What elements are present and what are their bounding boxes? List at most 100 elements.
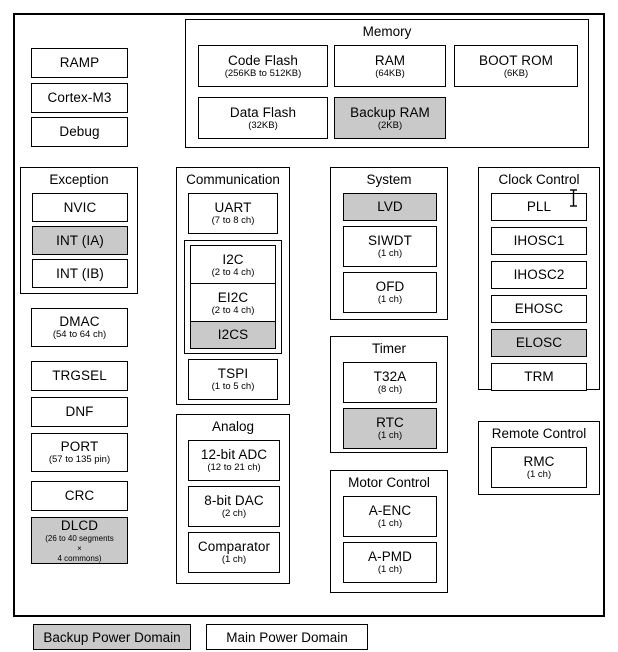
block-label: INT (IB) bbox=[56, 265, 104, 281]
block-ei2c[interactable]: EI2C (2 to 4 ch) bbox=[190, 283, 276, 324]
legend-label: Main Power Domain bbox=[226, 629, 348, 645]
block-label: Data Flash bbox=[229, 104, 297, 120]
block-label: IHOSC2 bbox=[513, 267, 565, 283]
block-port[interactable]: PORT (57 to 135 pin) bbox=[31, 433, 128, 472]
block-label: TRM bbox=[524, 369, 554, 385]
legend-main-power-domain: Main Power Domain bbox=[206, 624, 368, 650]
block-sublabel: (32KB) bbox=[248, 119, 278, 131]
block-sublabel: (6KB) bbox=[503, 67, 529, 79]
group-exception: Exception NVIC INT (IA) INT (IB) bbox=[20, 167, 138, 294]
subgroup-i2c-family: I2C (2 to 4 ch) EI2C (2 to 4 ch) I2CS bbox=[184, 240, 282, 354]
block-label: CRC bbox=[64, 488, 95, 504]
block-sublabel: (26 to 40 segments bbox=[45, 533, 114, 543]
block-lvd[interactable]: LVD bbox=[343, 193, 437, 221]
block-ofd[interactable]: OFD (1 ch) bbox=[343, 272, 437, 313]
group-caption-clock-control: Clock Control bbox=[498, 172, 580, 187]
block-a-pmd[interactable]: A-PMD (1 ch) bbox=[343, 542, 437, 583]
block-label: I2C bbox=[222, 252, 244, 268]
block-tspi[interactable]: TSPI (1 to 5 ch) bbox=[188, 359, 278, 400]
block-label: BOOT ROM bbox=[478, 52, 554, 68]
block-label: PLL bbox=[526, 199, 552, 215]
block-label: DLCD bbox=[60, 517, 99, 533]
block-trgsel[interactable]: TRGSEL bbox=[31, 361, 128, 391]
block-label: Backup RAM bbox=[350, 104, 430, 120]
block-ram[interactable]: RAM (64KB) bbox=[334, 45, 446, 87]
group-system: System LVD SIWDT (1 ch) OFD (1 ch) bbox=[330, 167, 448, 320]
block-i2c[interactable]: I2C (2 to 4 ch) bbox=[190, 245, 276, 286]
block-int-ib[interactable]: INT (IB) bbox=[32, 259, 128, 288]
block-sublabel: (1 ch) bbox=[377, 564, 403, 576]
block-sublabel: (8 ch) bbox=[377, 384, 403, 396]
block-debug[interactable]: Debug bbox=[31, 117, 128, 147]
group-memory: Memory Code Flash (256KB to 512KB) RAM (… bbox=[185, 19, 589, 148]
block-sublabel-commons: 4 commons) bbox=[57, 554, 102, 564]
block-ramp[interactable]: RAMP bbox=[31, 48, 128, 78]
block-elosc[interactable]: ELOSC bbox=[491, 329, 587, 357]
block-sublabel: (64KB) bbox=[375, 67, 405, 79]
block-sublabel: (256KB to 512KB) bbox=[224, 67, 302, 79]
group-caption-remote-control: Remote Control bbox=[491, 426, 587, 441]
block-uart[interactable]: UART (7 to 8 ch) bbox=[188, 193, 278, 234]
group-caption-timer: Timer bbox=[372, 341, 406, 356]
block-label: I2CS bbox=[217, 327, 249, 343]
block-nvic[interactable]: NVIC bbox=[32, 193, 128, 222]
block-label: IHOSC1 bbox=[513, 233, 565, 249]
block-label: EI2C bbox=[217, 290, 249, 306]
block-t32a[interactable]: T32A (8 ch) bbox=[343, 362, 437, 403]
block-label: 8-bit DAC bbox=[204, 493, 264, 509]
block-label: RMC bbox=[523, 454, 555, 470]
block-dlcd[interactable]: DLCD (26 to 40 segments × 4 commons) bbox=[31, 517, 128, 564]
block-i2cs[interactable]: I2CS bbox=[190, 321, 276, 349]
block-trm[interactable]: TRM bbox=[491, 363, 587, 391]
block-code-flash[interactable]: Code Flash (256KB to 512KB) bbox=[198, 45, 328, 87]
block-sublabel: (2KB) bbox=[377, 119, 403, 131]
block-ehosc[interactable]: EHOSC bbox=[491, 295, 587, 323]
block-label: DMAC bbox=[59, 314, 100, 330]
block-ihosc2[interactable]: IHOSC2 bbox=[491, 261, 587, 289]
group-caption-system: System bbox=[366, 172, 412, 187]
legend-label: Backup Power Domain bbox=[43, 629, 181, 645]
block-label: Cortex-M3 bbox=[47, 90, 112, 106]
block-label: 12-bit ADC bbox=[200, 447, 268, 463]
block-comparator[interactable]: Comparator (1 ch) bbox=[188, 532, 280, 573]
group-timer: Timer T32A (8 ch) RTC (1 ch) bbox=[330, 336, 448, 453]
block-label: Comparator bbox=[197, 539, 271, 555]
group-caption-motor-control: Motor Control bbox=[348, 475, 430, 490]
block-pll[interactable]: PLL bbox=[491, 193, 587, 221]
block-crc[interactable]: CRC bbox=[31, 481, 128, 511]
group-analog: Analog 12-bit ADC (12 to 21 ch) 8-bit DA… bbox=[176, 414, 290, 584]
block-dnf[interactable]: DNF bbox=[31, 397, 128, 427]
legend: Backup Power Domain Main Power Domain bbox=[0, 624, 618, 652]
block-sublabel: (7 to 8 ch) bbox=[211, 215, 255, 227]
block-label: INT (IA) bbox=[56, 232, 104, 248]
group-remote-control: Remote Control RMC (1 ch) bbox=[478, 421, 600, 495]
group-caption-memory: Memory bbox=[362, 24, 412, 39]
block-backup-ram[interactable]: Backup RAM (2KB) bbox=[334, 97, 446, 139]
block-label: Debug bbox=[59, 124, 100, 140]
block-sublabel: (2 ch) bbox=[221, 508, 247, 520]
block-boot-rom[interactable]: BOOT ROM (6KB) bbox=[454, 45, 578, 87]
block-sublabel: (1 ch) bbox=[526, 469, 552, 481]
block-dmac[interactable]: DMAC (54 to 64 ch) bbox=[31, 308, 128, 347]
block-label: RAMP bbox=[59, 55, 100, 71]
block-sublabel: (54 to 64 ch) bbox=[52, 329, 107, 341]
block-label: OFD bbox=[375, 279, 405, 295]
block-12-bit-adc[interactable]: 12-bit ADC (12 to 21 ch) bbox=[188, 440, 280, 481]
block-label: A-PMD bbox=[368, 549, 412, 565]
block-label: EHOSC bbox=[514, 301, 564, 317]
block-cortex-m3[interactable]: Cortex-M3 bbox=[31, 83, 128, 113]
block-siwdt[interactable]: SIWDT (1 ch) bbox=[343, 226, 437, 267]
block-data-flash[interactable]: Data Flash (32KB) bbox=[198, 97, 328, 139]
group-clock-control: Clock Control PLL IHOSC1 IHOSC2 EHOSC EL… bbox=[478, 167, 600, 391]
block-int-ia[interactable]: INT (IA) bbox=[32, 226, 128, 255]
block-rmc[interactable]: RMC (1 ch) bbox=[491, 447, 587, 488]
group-caption-communication: Communication bbox=[186, 172, 280, 187]
block-label: PORT bbox=[60, 439, 99, 455]
block-a-enc[interactable]: A-ENC (1 ch) bbox=[343, 496, 437, 537]
block-ihosc1[interactable]: IHOSC1 bbox=[491, 227, 587, 255]
block-8-bit-dac[interactable]: 8-bit DAC (2 ch) bbox=[188, 486, 280, 527]
block-rtc[interactable]: RTC (1 ch) bbox=[343, 408, 437, 449]
block-label: TSPI bbox=[217, 366, 249, 382]
group-caption-analog: Analog bbox=[211, 419, 255, 434]
block-label: UART bbox=[214, 200, 252, 216]
